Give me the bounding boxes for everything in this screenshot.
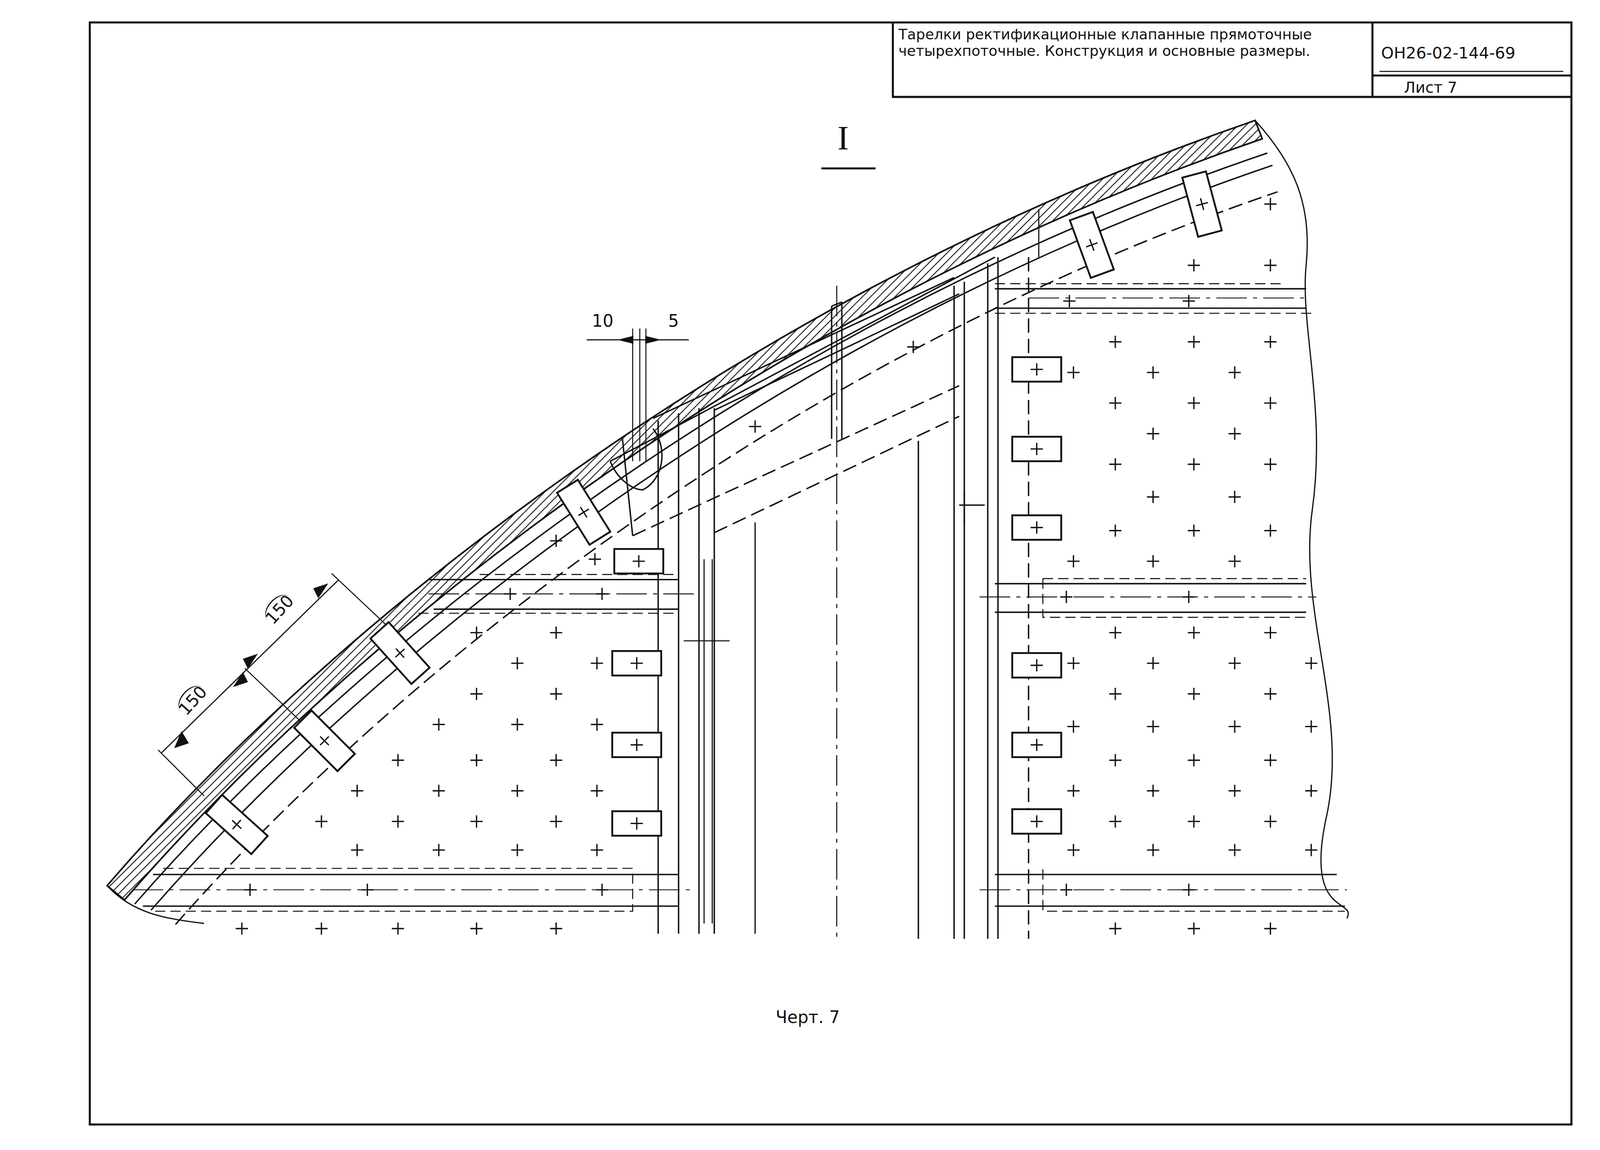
view-label: I bbox=[837, 118, 849, 158]
sheet-frame bbox=[89, 22, 1572, 1125]
beam-lugs bbox=[612, 357, 1062, 837]
tray-structure bbox=[107, 120, 1349, 939]
sheet-number: Лист 7 bbox=[1403, 78, 1458, 97]
title-block-text: Тарелки ректификационные клапанные прямо… bbox=[898, 26, 1365, 60]
valve-marks bbox=[235, 198, 1318, 936]
document-code: ОН26-02-144-69 bbox=[1381, 44, 1516, 63]
arc-length-mark: 150 bbox=[259, 589, 298, 629]
arc-length-mark: 150 bbox=[173, 680, 211, 720]
dimension-value: 150 bbox=[173, 680, 213, 721]
column-shell bbox=[107, 120, 1263, 901]
drawing-caption: Черт. 7 bbox=[775, 1007, 841, 1028]
shell-clips bbox=[205, 171, 1222, 855]
dimension-value: 150 bbox=[260, 589, 299, 630]
dimension-value: 5 bbox=[668, 311, 679, 331]
dimension-value: 10 bbox=[591, 311, 614, 331]
